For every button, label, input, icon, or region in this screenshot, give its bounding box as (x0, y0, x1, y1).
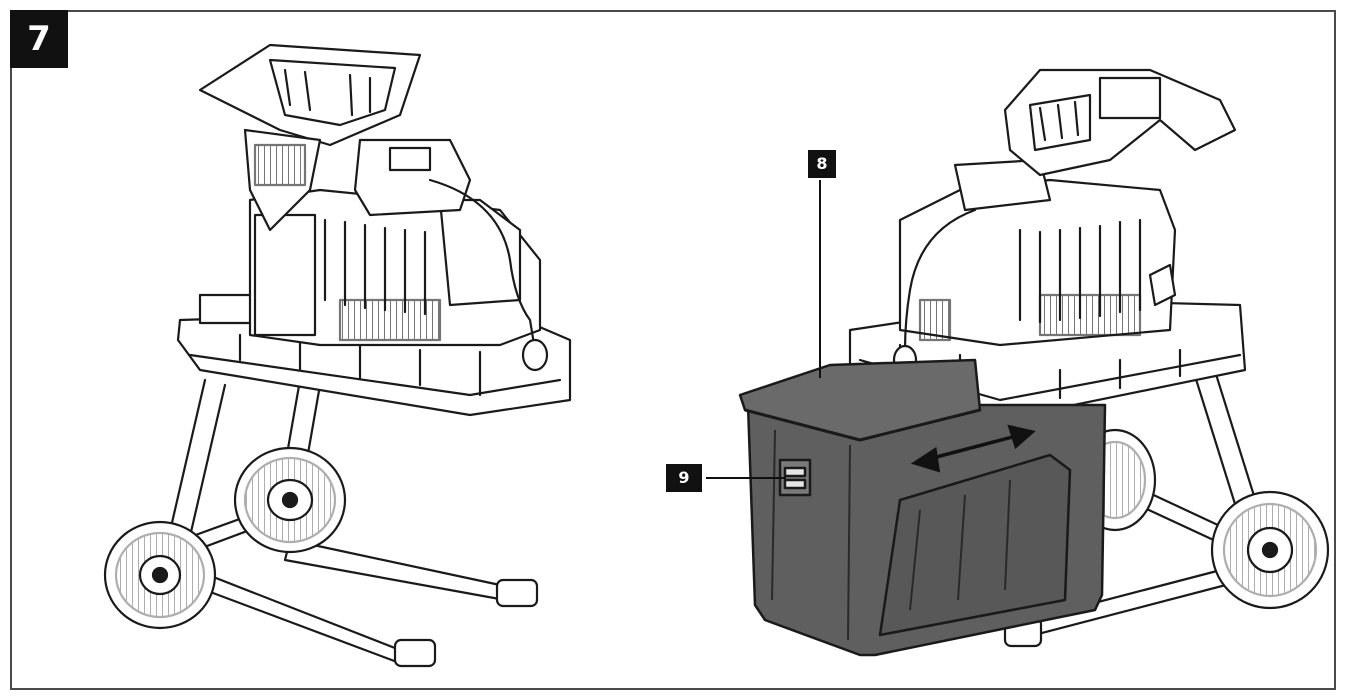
shredder-left-plug (521, 338, 549, 372)
double-headed-arrow-icon (910, 424, 1036, 473)
shredder-right-body (898, 158, 1177, 347)
shredder-left-wheel-back (233, 446, 347, 554)
shredder-right-power-cord (903, 208, 977, 352)
shredder-left-wheel-front (103, 520, 217, 630)
shredder-right-hopper (1003, 68, 1237, 177)
container-front-panel (878, 453, 1072, 637)
shredder-left-body (248, 138, 542, 347)
shredder-left-hopper (198, 43, 422, 232)
figure-number-badge: 7 (10, 10, 68, 68)
lid-latch (778, 458, 812, 497)
shredder-left-legs (163, 378, 539, 668)
shredder-right-wheel-front (1210, 490, 1330, 610)
shredder-left-power-cord (428, 178, 537, 352)
shredder-left (103, 43, 572, 668)
callout-9: 9 (666, 464, 702, 492)
collection-container (738, 358, 1107, 657)
callout-8: 8 (808, 150, 836, 178)
